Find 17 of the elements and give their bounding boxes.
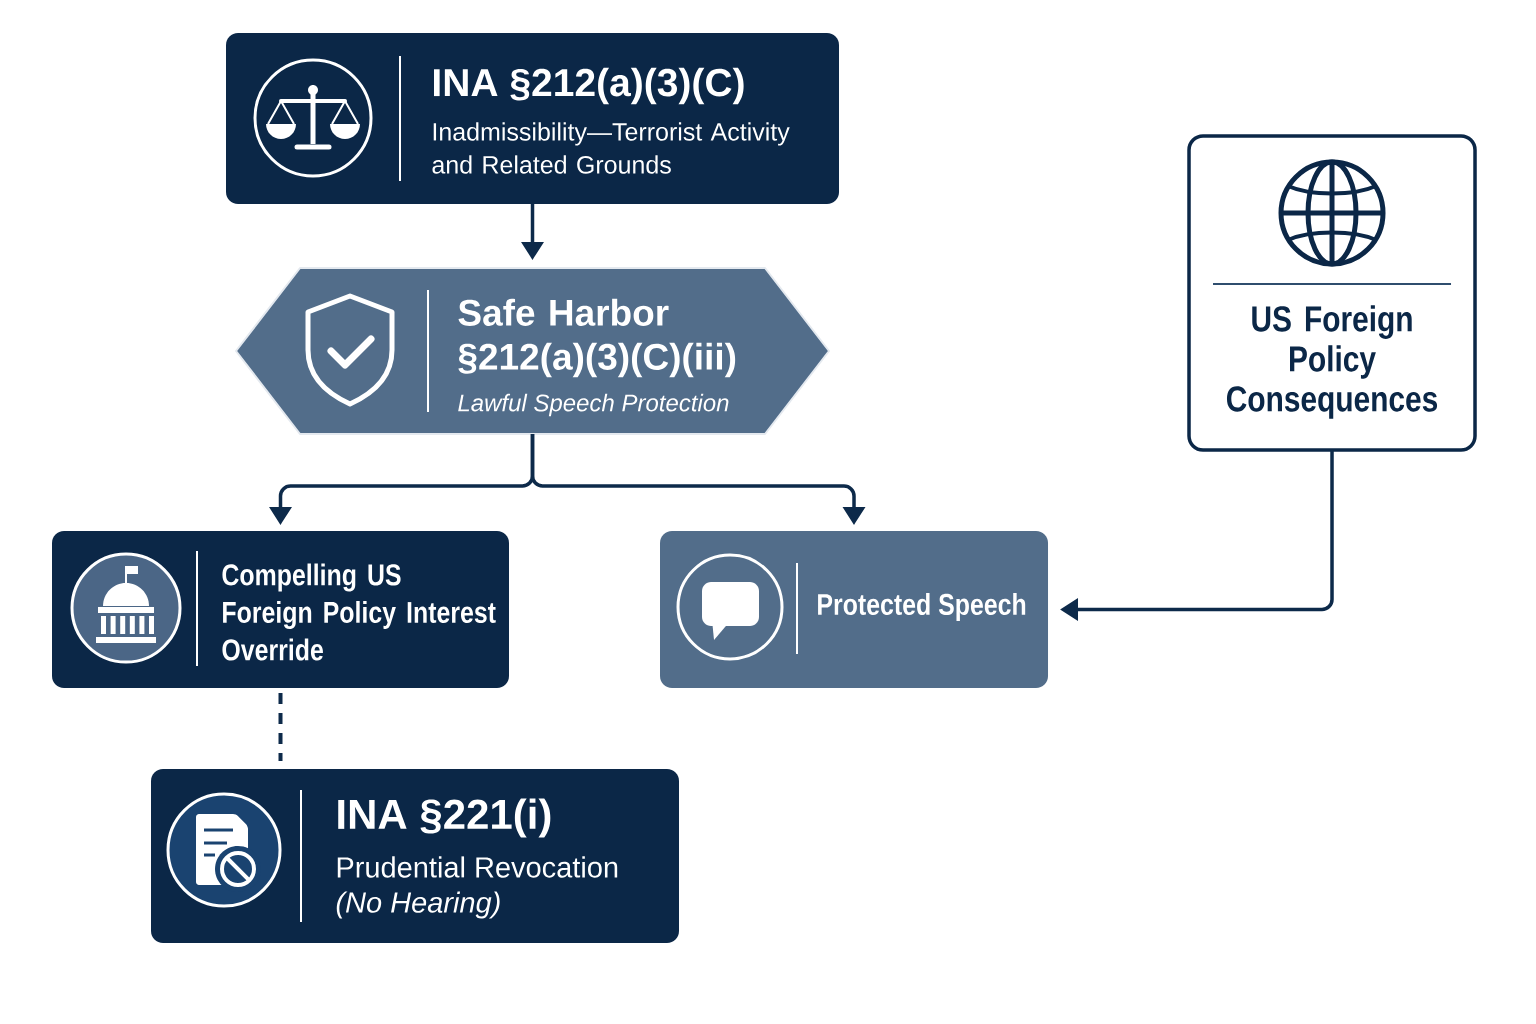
label: US Foreign Policy Consequences [1226, 305, 1438, 419]
description: Inadmissibility—Terrorist Activity and Related Grounds [432, 122, 790, 174]
heading: INA §212(a)(3)(C) [434, 67, 744, 105]
process-box [660, 531, 1048, 688]
hexagon [235, 267, 830, 435]
description: Prudential Revocation [337, 856, 618, 878]
outlined-box [1187, 134, 1477, 452]
description: Lawful Speech Protection [458, 393, 729, 417]
process-box [151, 769, 679, 943]
heading: INA §221(i) [338, 798, 551, 838]
process-box [52, 531, 509, 688]
connector-line [278, 693, 283, 761]
label: Protected Speech [818, 593, 1026, 621]
label: Compelling US Foreign Policy Interest Override [222, 563, 496, 661]
heading: Safe Harbor §212(a)(3)(C)(iii) [458, 298, 736, 378]
note: (No Hearing) [336, 891, 500, 919]
process-box [226, 33, 839, 204]
